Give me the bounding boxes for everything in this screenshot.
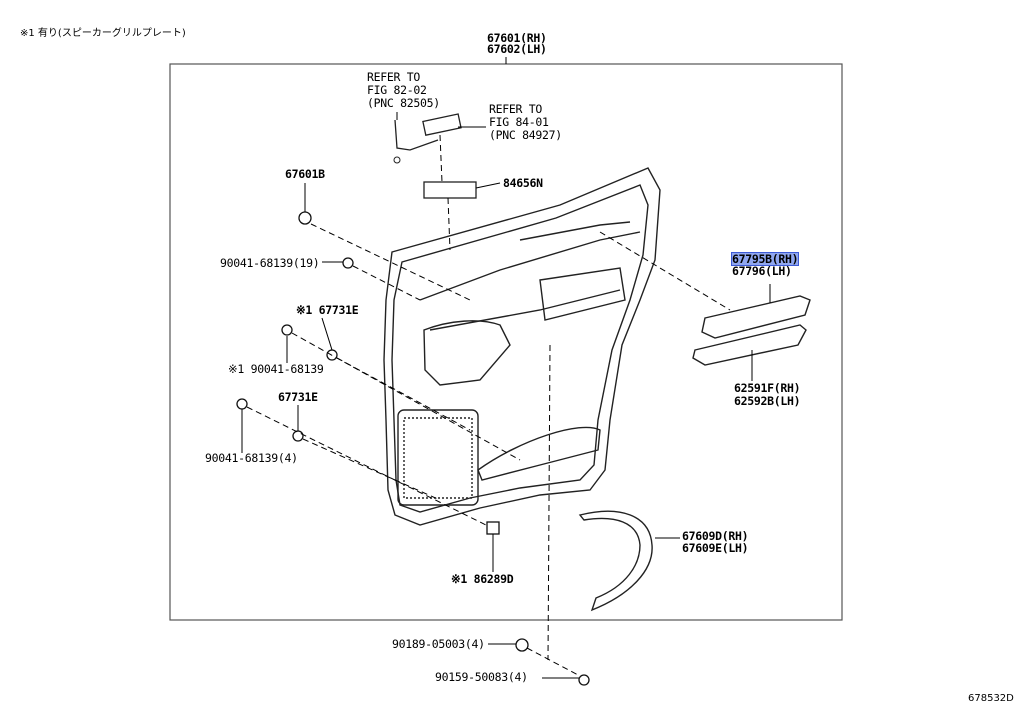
label-refer-82-b: FIG 82-02 xyxy=(367,83,427,97)
label-62591f-rh: 62591F(RH) xyxy=(734,381,801,395)
label-refer-82-a: REFER TO xyxy=(367,70,420,84)
label-refer-84-c: (PNC 84927) xyxy=(489,128,562,142)
label-67609e-lh: 67609E(LH) xyxy=(682,541,749,555)
screw-90041-4 xyxy=(236,398,248,410)
armrest-strip xyxy=(692,295,811,366)
label-67795b-rh[interactable]: 67795B(RH) xyxy=(730,252,800,266)
label-90041-19: 90041-68139(19) xyxy=(220,256,320,270)
screw-90159 xyxy=(578,674,590,686)
label-62592b-lh: 62592B(LH) xyxy=(734,394,801,408)
label-90159: 90159-50083(4) xyxy=(435,670,528,684)
figure-id: 678532D xyxy=(968,693,1014,704)
label-86289d: ※1 86289D xyxy=(451,572,514,586)
label-90041-star: ※1 90041-68139 xyxy=(228,362,324,376)
switch-84656n xyxy=(423,181,477,199)
label-90041-4: 90041-68139(4) xyxy=(205,451,298,465)
clip-67731e xyxy=(292,430,304,442)
footnote-text: ※1 有り(スピーカーグリルプレート) xyxy=(20,28,186,39)
label-84656n: 84656N xyxy=(503,176,543,190)
label-refer-82-c: (PNC 82505) xyxy=(367,96,440,110)
screw-90041-19 xyxy=(342,257,354,269)
door-trim-panel xyxy=(383,167,661,526)
label-67731e-star: ※1 67731E xyxy=(296,303,359,317)
clip-67601b xyxy=(298,211,312,225)
label-90189: 90189-05003(4) xyxy=(392,637,485,651)
label-refer-84-b: FIG 84-01 xyxy=(489,115,549,129)
label-67601b: 67601B xyxy=(285,167,325,181)
label-67796-lh: 67796(LH) xyxy=(732,264,792,278)
switch-84927 xyxy=(422,113,462,136)
label-67602-lh: 67602(LH) xyxy=(487,42,547,56)
clip-90189 xyxy=(515,638,529,652)
label-67601-rh: 67601(RH) xyxy=(487,31,547,45)
label-67609d-rh: 67609D(RH) xyxy=(682,529,749,543)
lower-trim xyxy=(578,510,653,612)
label-refer-84-a: REFER TO xyxy=(489,102,542,116)
screw-90041-star xyxy=(281,324,293,336)
plate-86289d xyxy=(486,521,500,535)
cable-82505 xyxy=(394,119,439,151)
label-67731e: 67731E xyxy=(278,390,318,404)
